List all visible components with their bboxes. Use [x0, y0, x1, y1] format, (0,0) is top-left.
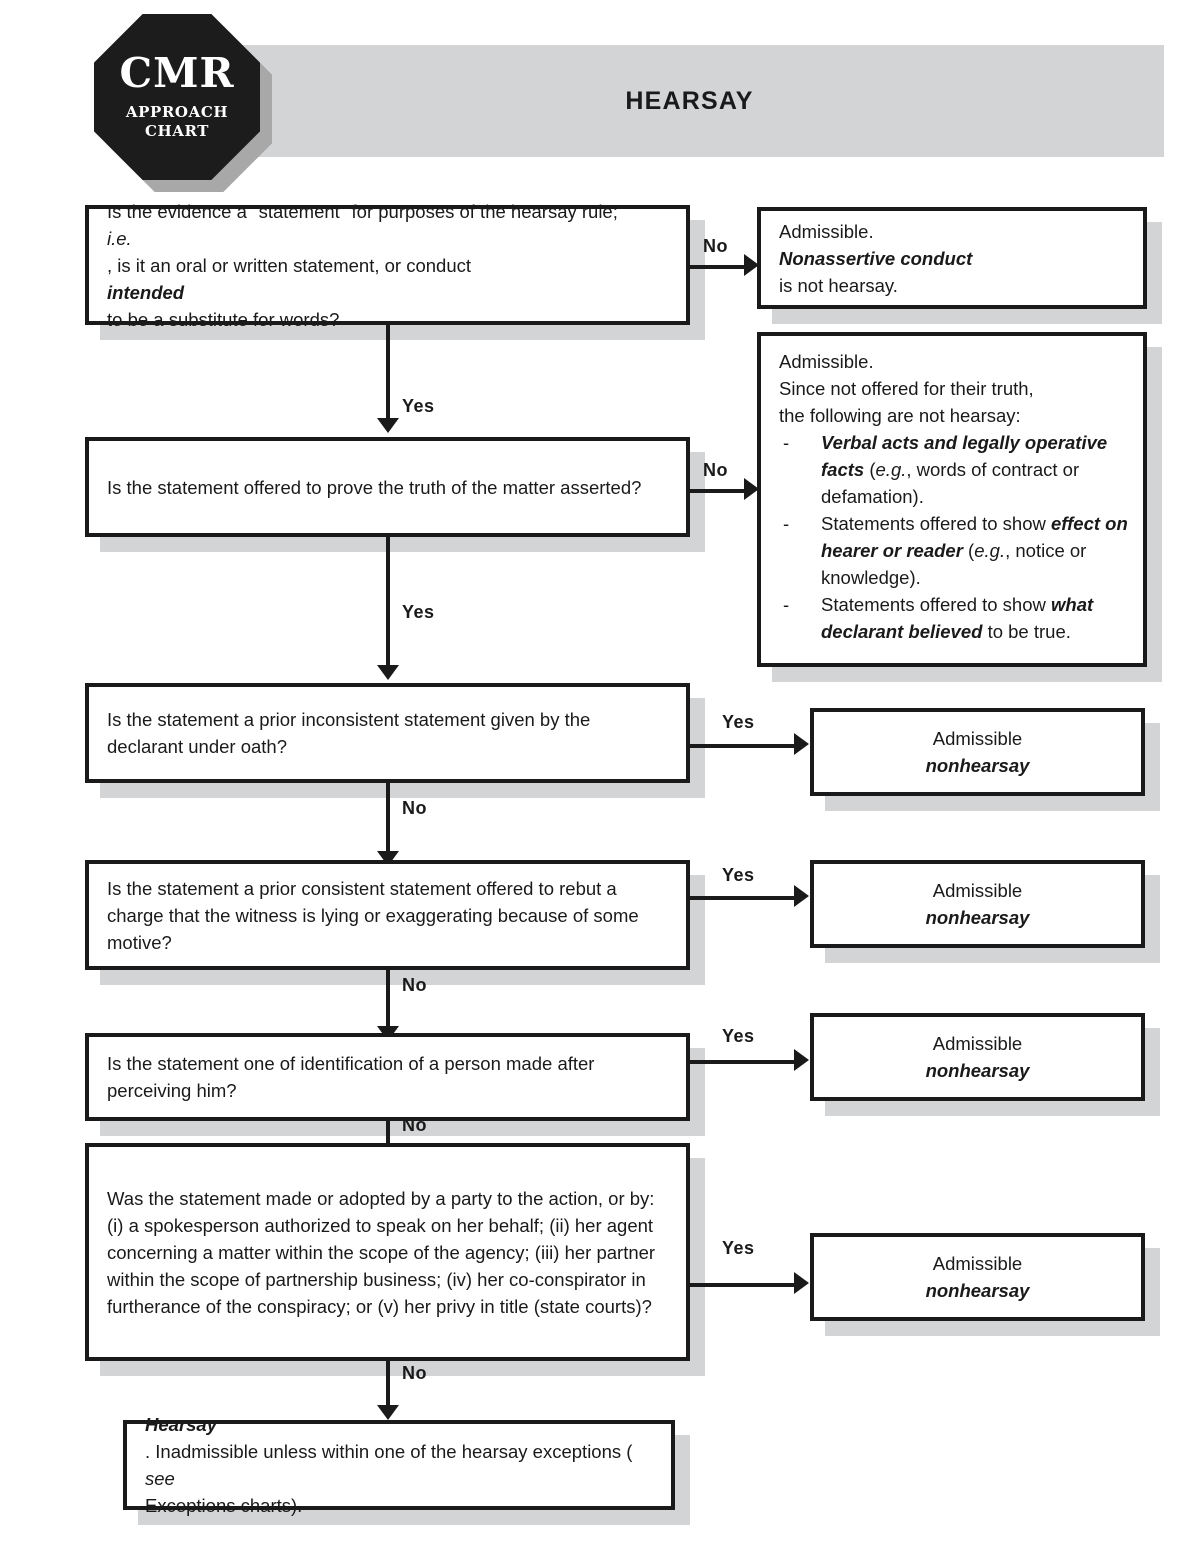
q5-no-connector [386, 1121, 390, 1157]
q1-text: Is the evidence a "statement" for purpos… [107, 200, 618, 330]
q1-yes-connector [386, 325, 390, 420]
q5-yes-connector [690, 1060, 802, 1064]
r6-line2: nonhearsay [925, 1280, 1030, 1301]
r3-content: Admissible nonhearsay [814, 712, 1141, 792]
list-item: -Statements offered to show what declara… [779, 591, 1129, 645]
r6-content: Admissible nonhearsay [814, 1237, 1141, 1317]
r3-line1: Admissible [932, 728, 1023, 749]
r1-text: Admissible. Nonassertive conduct is not … [779, 220, 973, 296]
logo-sub-line2: CHART [144, 122, 210, 140]
edge-label-q2-yes: Yes [402, 602, 435, 622]
page-title: HEARSAY [625, 86, 754, 115]
edge-label-q3-no: No [402, 798, 427, 818]
edge-label-q4-yes: Yes [722, 865, 755, 885]
question-box-q6: Was the statement made or adopted by a p… [85, 1143, 690, 1361]
q3-no-connector [386, 783, 390, 853]
q5-yes-arrowhead [794, 1049, 809, 1071]
r6-line1: Admissible [932, 1253, 1023, 1274]
q6-yes-connector [690, 1283, 802, 1287]
q3-text: Is the statement a prior inconsistent st… [107, 709, 591, 757]
r4-content: Admissible nonhearsay [814, 864, 1141, 944]
question-box-q4: Is the statement a prior consistent stat… [85, 860, 690, 970]
q6-no-connector [386, 1361, 390, 1407]
list-item: -Statements offered to show effect on he… [779, 510, 1129, 591]
result-box-r3: Admissible nonhearsay [810, 708, 1145, 796]
r5-line2: nonhearsay [925, 1060, 1030, 1081]
q4-yes-connector [690, 896, 802, 900]
q6-no-arrowhead [377, 1405, 399, 1420]
result-box-r6: Admissible nonhearsay [810, 1233, 1145, 1321]
q2-yes-connector [386, 537, 390, 667]
edge-label-q6-no: No [402, 1363, 427, 1383]
edge-label-q1-yes: Yes [402, 396, 435, 416]
q1-no-arrowhead [744, 254, 759, 276]
question-box-q1: Is the evidence a "statement" for purpos… [85, 200, 690, 330]
question-box-q5: Is the statement one of identification o… [85, 1033, 690, 1121]
bullet-marker: - [783, 432, 790, 453]
octagon-icon: CMR APPROACH CHART [94, 14, 260, 180]
q1-no-connector [690, 265, 752, 269]
question-box-q2: Is the statement offered to prove the tr… [85, 437, 690, 537]
edge-label-q6-yes: Yes [722, 1238, 755, 1258]
q3-yes-connector [690, 744, 802, 748]
edge-label-q4-no: No [402, 975, 427, 995]
q2-yes-arrowhead [377, 665, 399, 680]
q3-yes-arrowhead [794, 733, 809, 755]
q6-yes-arrowhead [794, 1272, 809, 1294]
terminal-box-hearsay: Hearsay. Inadmissible unless within one … [123, 1414, 675, 1516]
result-box-r1: Admissible. Nonassertive conduct is not … [757, 207, 1147, 309]
q1-yes-arrowhead [377, 418, 399, 433]
result-box-r4: Admissible nonhearsay [810, 860, 1145, 948]
result-box-r5: Admissible nonhearsay [810, 1013, 1145, 1101]
r2-bullet-list: -Verbal acts and legally operative facts… [779, 429, 1129, 645]
final-text: Hearsay. Inadmissible unless within one … [145, 1414, 633, 1516]
r5-content: Admissible nonhearsay [814, 1017, 1141, 1097]
q4-yes-arrowhead [794, 885, 809, 907]
q6-text: Was the statement made or adopted by a p… [107, 1187, 656, 1317]
r4-line2: nonhearsay [925, 907, 1030, 928]
q2-no-arrowhead [744, 478, 759, 500]
result-box-r2: Admissible.Since not offered for their t… [757, 332, 1147, 667]
bullet-marker: - [783, 513, 790, 534]
logo-main-text: CMR [119, 49, 235, 98]
edge-label-q1-no: No [703, 236, 728, 256]
edge-label-q3-yes: Yes [722, 712, 755, 732]
r2-content: Admissible.Since not offered for their t… [761, 336, 1143, 655]
logo-sub-line1: APPROACH [125, 103, 229, 122]
r3-line2: nonhearsay [925, 755, 1030, 776]
edge-label-q5-yes: Yes [722, 1026, 755, 1046]
r4-line1: Admissible [932, 880, 1023, 901]
question-box-q3: Is the statement a prior inconsistent st… [85, 683, 690, 783]
edge-label-q2-no: No [703, 460, 728, 480]
header-banner [215, 45, 1164, 157]
q4-text: Is the statement a prior consistent stat… [107, 877, 639, 953]
q5-text: Is the statement one of identification o… [107, 1053, 595, 1101]
edge-label-q5-no: No [402, 1115, 427, 1135]
q4-no-connector [386, 970, 390, 1028]
q2-text: Is the statement offered to prove the tr… [107, 476, 642, 498]
bullet-marker: - [783, 594, 790, 615]
list-item: -Verbal acts and legally operative facts… [779, 429, 1129, 510]
cmr-logo: CMR APPROACH CHART [92, 10, 282, 202]
q2-no-connector [690, 489, 752, 493]
r5-line1: Admissible [932, 1033, 1023, 1054]
r2-intro: Admissible.Since not offered for their t… [779, 351, 1034, 426]
